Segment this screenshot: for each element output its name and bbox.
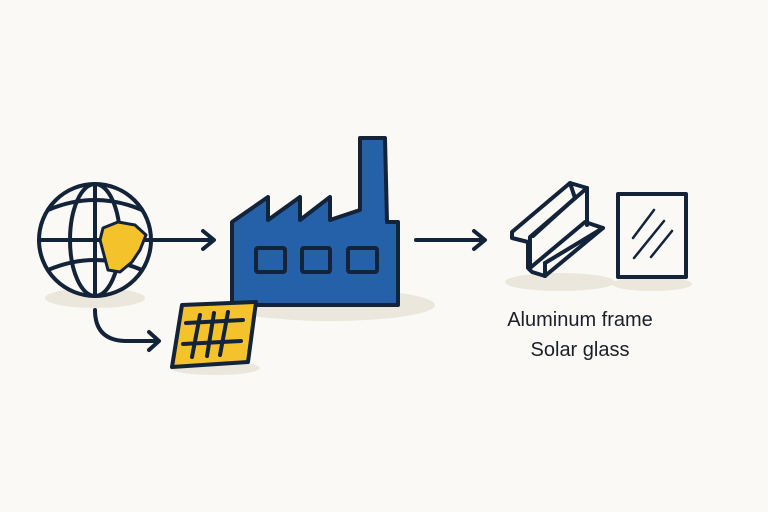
aluminum-frame-label: Aluminum frame (507, 309, 653, 331)
factory-window (346, 246, 379, 274)
globe-icon (37, 182, 153, 298)
aluminum-profile-icon (510, 181, 605, 278)
glass-pane-icon (616, 192, 688, 279)
arrow-to-solar-panel (93, 308, 161, 352)
arrow-to-materials (414, 229, 487, 251)
factory-window (254, 246, 287, 274)
factory-window (300, 246, 332, 274)
spain-map-icon (98, 220, 148, 274)
factory-icon (230, 136, 400, 307)
solar-panel-icon (170, 300, 258, 369)
solar-glass-label: Solar glass (530, 339, 630, 361)
arrow-to-factory (148, 229, 216, 251)
